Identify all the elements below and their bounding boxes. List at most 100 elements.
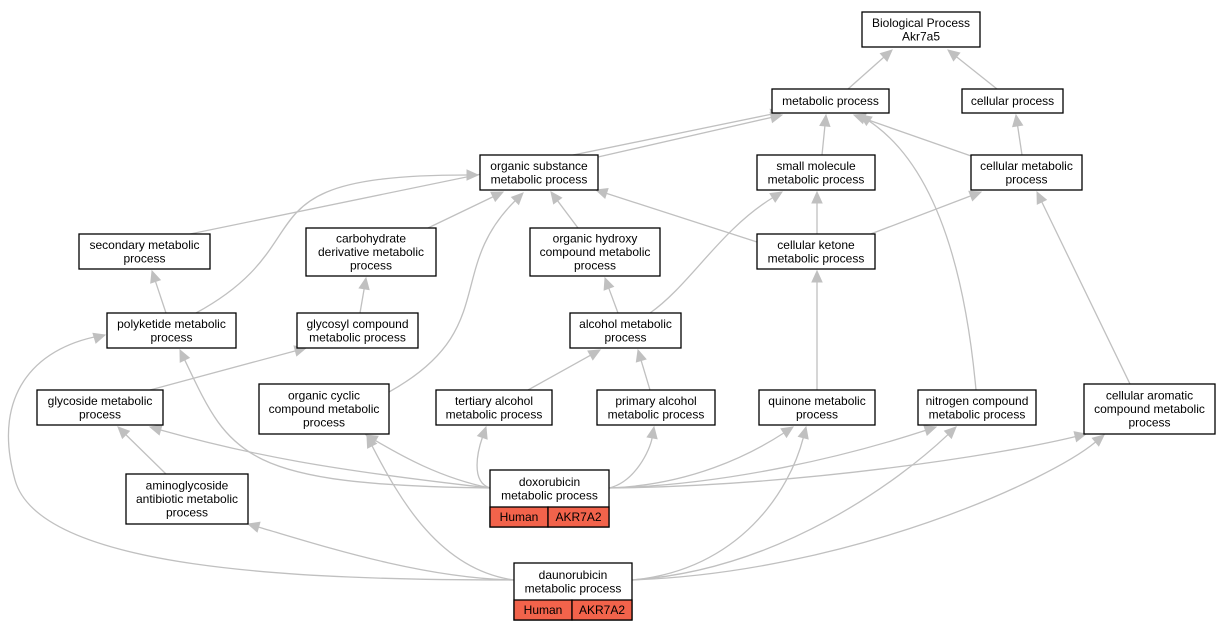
node-polyketide-label-line: process [150, 330, 192, 344]
edge-doxorubicin-to-cellular-aromatic-arrowhead [1073, 431, 1088, 443]
node-secondary-label-line: process [123, 251, 165, 265]
edge-doxorubicin-to-polyketide-line [184, 359, 491, 489]
edge-doxorubicin-to-primary-alcohol-arrowhead [646, 425, 658, 440]
edge-organic-substance-to-metabolic-line [597, 116, 772, 158]
node-small-molecule-box [756, 154, 876, 191]
node-doxorubicin-annotation-gene: AKR7A2 [555, 510, 601, 524]
edge-daunorubicin-to-organic-cyclic-arrowhead [366, 434, 378, 449]
node-tertiary-alcohol-label-line: metabolic process [446, 407, 543, 421]
node-carbohydrate-deriv-label-line: derivative metabolic [318, 245, 424, 259]
node-cellular-label-line: cellular process [971, 94, 1054, 108]
node-glycosyl-label-line: glycosyl compound [306, 317, 408, 331]
edge-tertiary-alcohol-to-alcohol [527, 349, 602, 391]
edge-alcohol-to-small-molecule-arrowhead [769, 191, 784, 203]
node-primary-alcohol-label-line: metabolic process [608, 407, 705, 421]
node-metabolic[interactable]: metabolic process [771, 88, 890, 114]
edge-primary-alcohol-to-alcohol-line [640, 360, 651, 391]
edge-doxorubicin-to-glycoside [148, 424, 491, 489]
edge-doxorubicin-to-tertiary-alcohol-arrowhead [476, 425, 488, 440]
node-aminoglycoside-label-line: antibiotic metabolic [136, 492, 238, 506]
node-doxorubicin-annotation-cell [547, 506, 610, 528]
edge-doxorubicin-to-cellular-aromatic [608, 431, 1088, 489]
node-polyketide-box [106, 312, 237, 349]
edge-glycoside-to-glycosyl-line [149, 350, 296, 391]
node-glycosyl-label-line: metabolic process [309, 330, 406, 344]
edge-cellular-metabolic-to-metabolic-line [864, 118, 975, 158]
edge-quinone-to-cellular-ketone [811, 269, 823, 390]
node-small-molecule-label-line: small molecule [776, 159, 856, 173]
node-bp-box [861, 11, 981, 48]
edge-organic-substance-to-metabolic [597, 111, 784, 158]
edge-polyketide-to-organic-substance-arrowhead [466, 169, 480, 181]
edge-layer [7, 49, 1131, 581]
edge-aminoglycoside-to-glycoside-line [125, 434, 167, 475]
node-glycoside-box [36, 389, 164, 426]
edge-doxorubicin-to-tertiary-alcohol-line [476, 437, 491, 489]
node-daunorubicin-annotation-gene: AKR7A2 [579, 603, 625, 617]
edge-doxorubicin-to-glycoside-line [160, 429, 491, 489]
edge-metabolic-to-bp [847, 49, 893, 90]
node-secondary-label-line: secondary metabolic [89, 238, 199, 252]
edge-organic-cyclic-to-organic-substance [388, 192, 524, 393]
node-bp-label-line: Biological Process [872, 16, 970, 30]
node-nitrogen-box [917, 389, 1037, 426]
edge-cellular-metabolic-to-cellular [1011, 113, 1024, 156]
edge-alcohol-to-organic-hydroxy [603, 276, 619, 314]
node-glycosyl-box [296, 312, 419, 349]
edge-cellular-aromatic-to-cellular-metabolic-arrowhead [1036, 190, 1048, 205]
edge-doxorubicin-to-quinone [608, 426, 795, 489]
node-carbohydrate-deriv-label-line: carbohydrate [336, 232, 406, 246]
edge-organic-hydroxy-to-organic-substance [550, 191, 579, 229]
node-organic-hydroxy-label-line: process [574, 259, 616, 273]
node-cellular-box [961, 88, 1064, 114]
node-metabolic-box [771, 88, 890, 114]
node-cellular[interactable]: cellular process [961, 88, 1064, 114]
node-cellular-metabolic-box [970, 154, 1083, 191]
edge-metabolic-to-bp-line [847, 56, 885, 90]
node-metabolic-label-line: metabolic process [782, 94, 879, 108]
edge-organic-hydroxy-to-organic-substance-line [557, 200, 579, 229]
edge-polyketide-to-organic-substance [195, 169, 480, 314]
node-tertiary-alcohol-box [435, 389, 553, 426]
edge-nitrogen-to-metabolic [858, 114, 977, 391]
node-organic-substance-label-line: metabolic process [491, 172, 588, 186]
edge-glycosyl-to-carbohydrate-deriv [358, 276, 370, 314]
node-organic-hydroxy-box [529, 227, 661, 277]
edge-doxorubicin-to-polyketide [179, 348, 491, 489]
edge-primary-alcohol-to-alcohol-arrowhead [635, 348, 647, 363]
node-secondary-box [78, 233, 211, 270]
edge-cellular-ketone-to-cellular-metabolic-line [867, 195, 971, 236]
node-polyketide-label-line: polyketide metabolic [117, 317, 226, 331]
edge-cellular-metabolic-to-cellular-arrowhead [1011, 113, 1024, 128]
node-carbohydrate-deriv-label-line: process [350, 259, 392, 273]
edge-cellular-to-bp-line [956, 56, 998, 90]
node-doxorubicin-annotation-species: Human [500, 510, 539, 524]
edge-daunorubicin-to-quinone-line [631, 437, 804, 581]
node-quinone-label-line: quinone metabolic [768, 394, 865, 408]
edge-aminoglycoside-to-glycoside-arrowhead [117, 426, 131, 440]
edge-cellular-metabolic-to-metabolic [852, 113, 975, 158]
node-organic-cyclic-label-line: process [303, 416, 345, 430]
node-cellular-aromatic-box [1083, 383, 1216, 435]
